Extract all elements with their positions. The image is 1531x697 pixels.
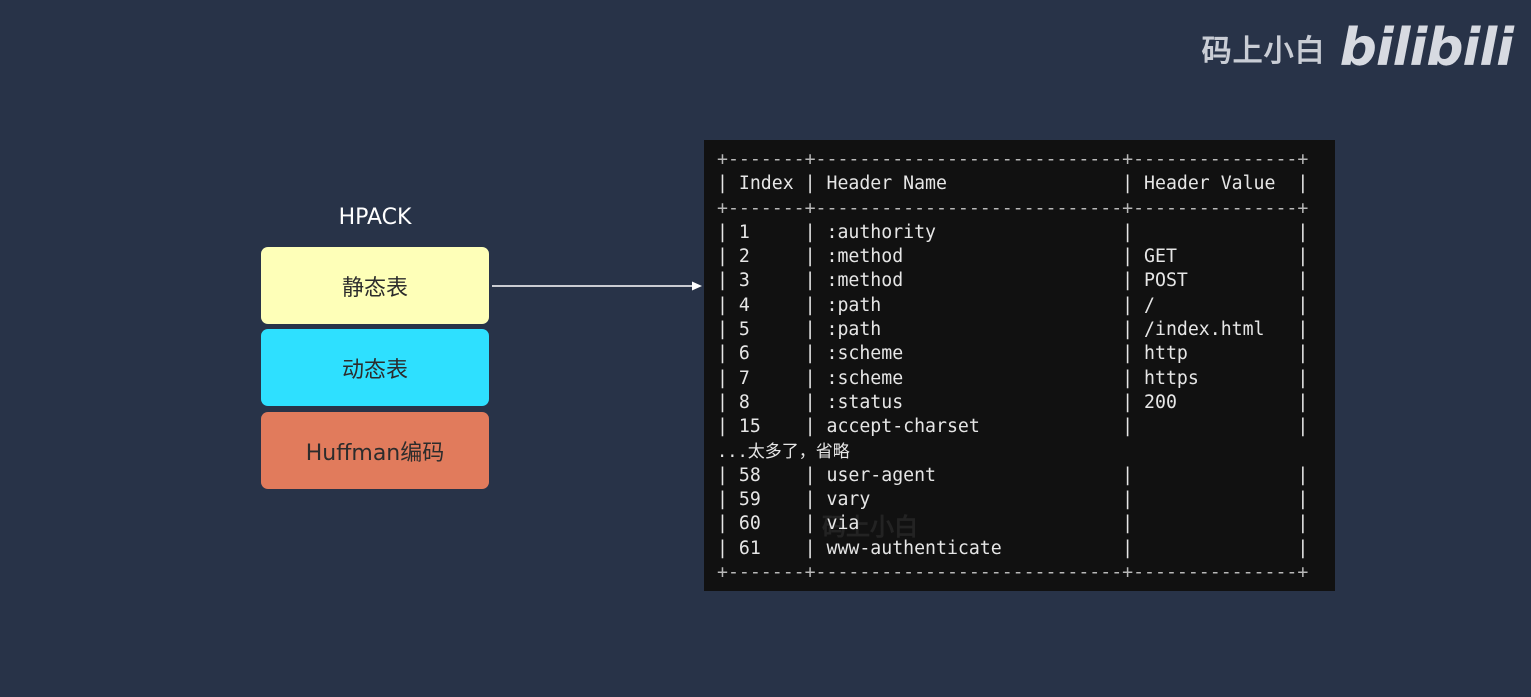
ellipsis-note: ...太多了，省略	[717, 441, 850, 462]
static-table-label: 静态表	[341, 275, 408, 301]
table-row: | 60 | via | |	[717, 513, 1309, 535]
table-row: | 15 | accept-charset | |	[717, 416, 1309, 438]
table-row: | 5 | :path | /index.html |	[717, 319, 1309, 341]
table-border-mid: +-------+----------------------------+--…	[717, 197, 1309, 219]
table-border-top: +-------+----------------------------+--…	[717, 149, 1309, 170]
table-row: | 4 | :path | / |	[717, 294, 1309, 316]
table-row: | 61 | www-authenticate | |	[717, 537, 1309, 559]
table-border-bottom: +-------+----------------------------+--…	[717, 562, 1309, 584]
huffman-encoding-label: Huffman编码	[305, 440, 445, 466]
watermark-text: 码上小白	[1201, 34, 1326, 69]
table-row: | 8 | :status | 200 |	[717, 391, 1309, 413]
bilibili-logo: bilibili	[1339, 18, 1514, 78]
arrow-to-table	[492, 281, 702, 291]
table-header-row: | Index | Header Name | Header Value |	[717, 173, 1309, 195]
static-table-box: 静态表	[261, 247, 489, 324]
dynamic-table-box: 动态表	[261, 329, 489, 406]
dynamic-table-label: 动态表	[341, 357, 408, 383]
table-row: | 58 | user-agent | |	[717, 464, 1309, 486]
huffman-encoding-box: Huffman编码	[261, 412, 489, 489]
table-row: | 2 | :method | GET |	[717, 246, 1309, 268]
table-row: | 3 | :method | POST |	[717, 270, 1309, 292]
table-row: | 59 | vary | |	[717, 489, 1309, 511]
table-row: | 6 | :scheme | http |	[717, 343, 1309, 365]
watermark: 码上小白 bilibili	[1201, 18, 1514, 78]
hpack-title: HPACK	[338, 205, 412, 230]
table-row: | 1 | :authority | |	[717, 221, 1309, 243]
table-row: | 7 | :scheme | https |	[717, 367, 1309, 389]
static-table-terminal: +-------+----------------------------+--…	[704, 140, 1335, 591]
